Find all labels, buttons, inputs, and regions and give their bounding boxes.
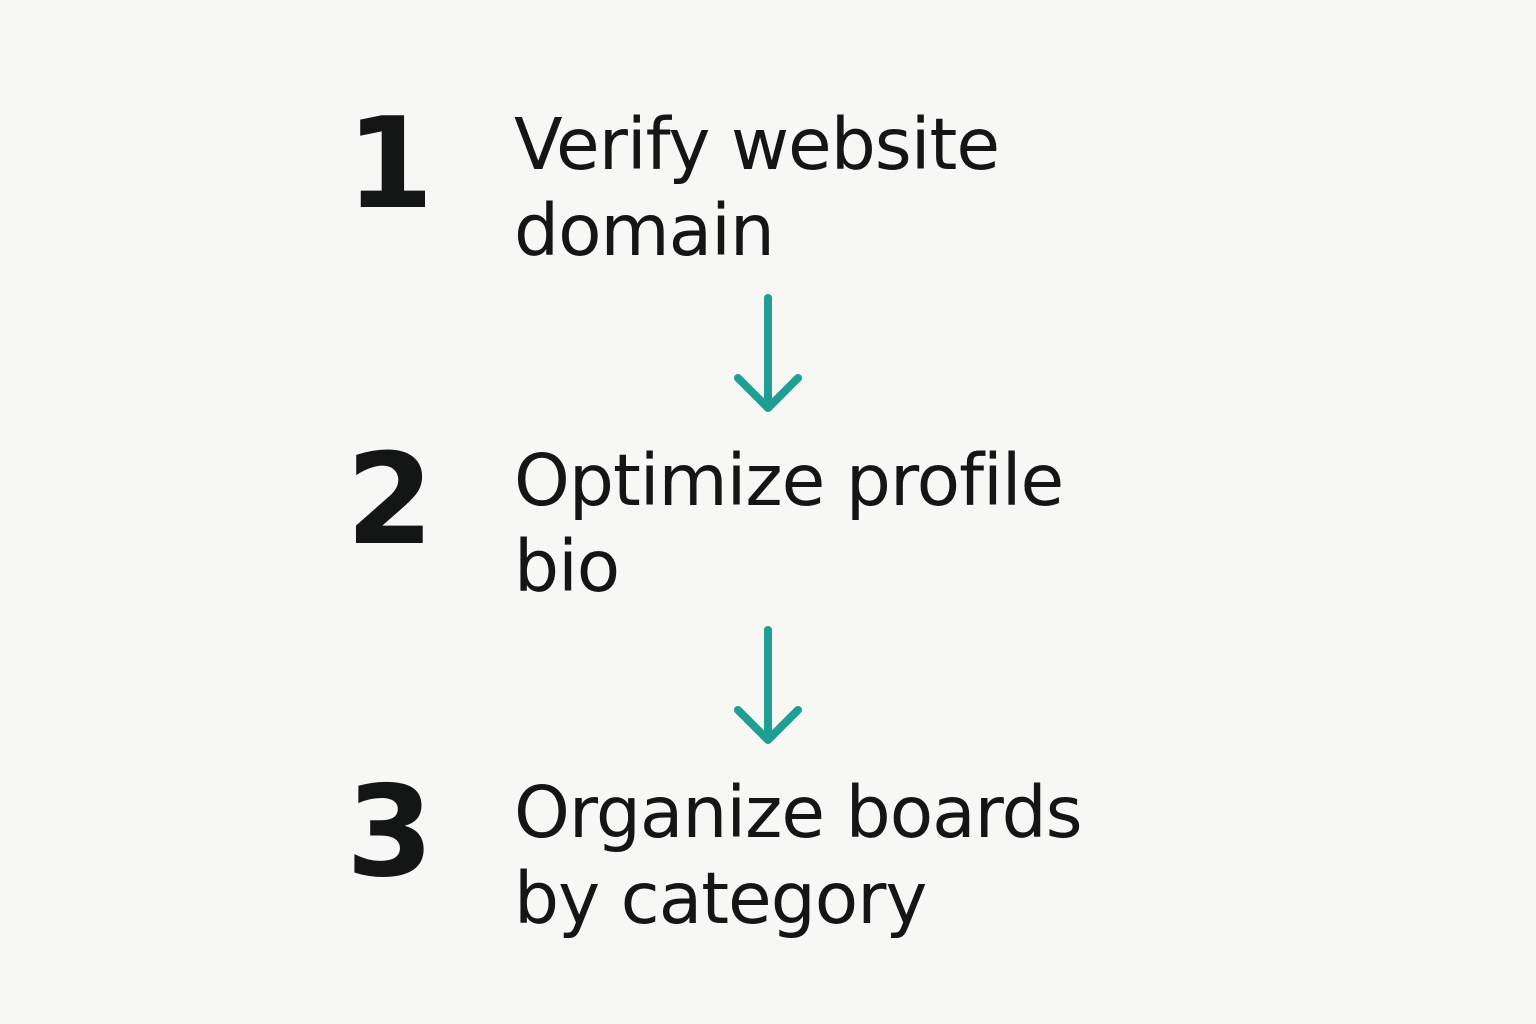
step-3-label-line-1: Organize boards [514, 771, 1083, 854]
down-arrow-icon [734, 294, 802, 412]
down-arrow-icon [734, 626, 802, 744]
step-3-label: Organize boards by category [514, 770, 1083, 942]
step-1-label: Verify website domain [514, 102, 1000, 274]
step-2-label: Optimize profile bio [514, 438, 1064, 610]
step-3-label-line-2: by category [514, 857, 927, 940]
step-3-number: 3 [346, 758, 434, 905]
step-2-label-line-1: Optimize profile [514, 439, 1064, 522]
step-1-label-line-1: Verify website [514, 103, 1000, 186]
step-1-label-line-2: domain [514, 189, 775, 272]
step-2-number: 2 [346, 426, 434, 573]
step-2-label-line-2: bio [514, 525, 620, 608]
step-1-number: 1 [346, 90, 434, 237]
